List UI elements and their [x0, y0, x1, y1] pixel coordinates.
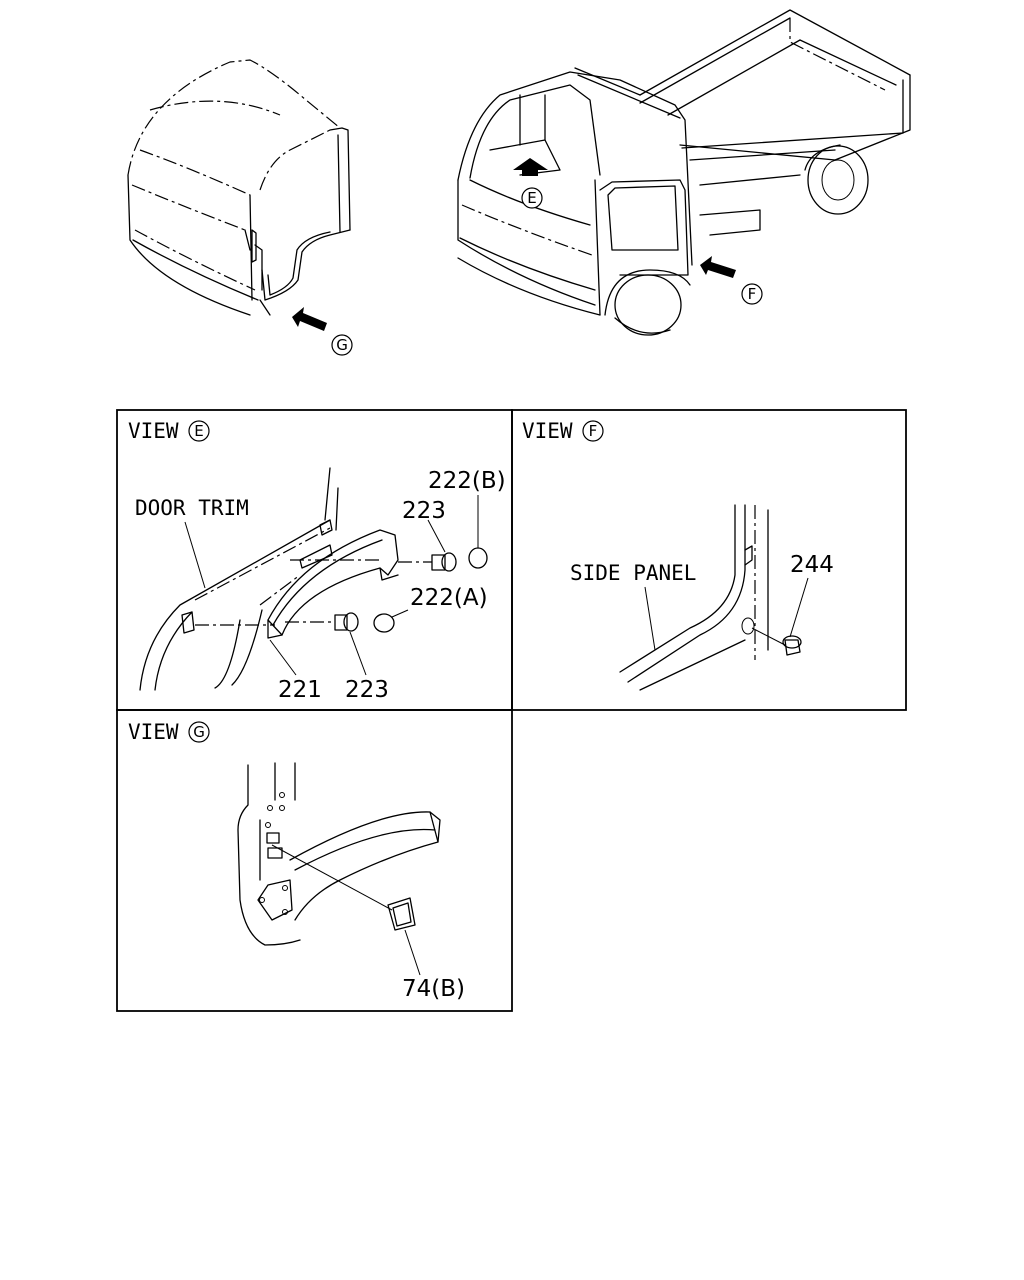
svg-text:E: E	[527, 189, 536, 207]
label-door-trim: DOOR TRIM	[135, 496, 249, 520]
marker-e: E	[521, 187, 543, 209]
label-74b: 74(B)	[402, 976, 465, 1002]
label-223-top: 223	[402, 498, 446, 524]
arrow-f	[700, 256, 736, 278]
svg-text:F: F	[589, 422, 598, 440]
view-f-panel	[511, 409, 907, 711]
svg-text:VIEW: VIEW	[128, 720, 179, 744]
view-e-drawing	[139, 467, 488, 691]
view-f-drawing	[619, 504, 809, 691]
cab-illustration-left	[127, 59, 351, 316]
svg-text:G: G	[193, 723, 205, 741]
svg-text:VIEW: VIEW	[522, 419, 573, 443]
truck-illustration-right	[457, 9, 911, 336]
svg-text:VIEW: VIEW	[128, 419, 179, 443]
svg-text:G: G	[336, 336, 348, 354]
view-e-panel	[116, 409, 513, 711]
label-222a: 222(A)	[410, 585, 488, 611]
label-223-bottom: 223	[345, 677, 389, 703]
view-e-title: VIEW E	[128, 419, 210, 443]
svg-text:F: F	[748, 285, 757, 303]
label-222b: 222(B)	[428, 468, 506, 494]
label-244: 244	[790, 552, 834, 578]
view-f-title: VIEW F	[522, 419, 604, 443]
arrow-e	[513, 158, 548, 176]
view-g-title: VIEW G	[128, 720, 210, 744]
svg-text:E: E	[194, 422, 203, 440]
marker-f: F	[741, 283, 763, 305]
label-side-panel: SIDE PANEL	[570, 561, 696, 585]
label-221: 221	[278, 677, 322, 703]
marker-g: G	[331, 334, 353, 356]
view-g-panel	[116, 709, 513, 1012]
view-g-drawing	[237, 762, 441, 976]
arrow-g	[292, 307, 327, 331]
